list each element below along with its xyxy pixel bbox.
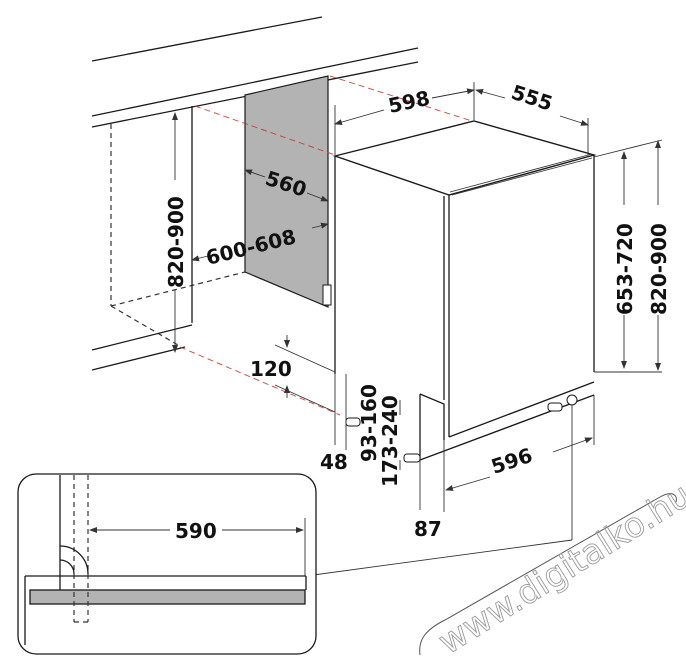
label-niche-height-right: 820-900 [647,223,671,315]
side-panel [244,75,329,308]
label-detail-width: 590 [175,519,217,543]
label-depth-top: 555 [508,80,555,116]
dishwasher-body [332,120,597,463]
watermark: www.digitalko.hu [419,475,686,663]
detail-inset: 590 [17,473,317,655]
label-base-width: 596 [488,443,535,479]
label-foot-range-a: 93-160 [357,384,381,462]
label-plinth-height: 120 [250,357,292,381]
label-foot-left-offset: 48 [320,450,348,474]
panel-bracket [322,284,332,306]
label-niche-height-left: 820-900 [164,196,188,288]
detail-panel [29,589,306,605]
label-foot-range-b: 173-240 [378,395,402,487]
label-appliance-height: 653-720 [613,223,637,315]
dimension-lines [172,82,663,577]
guide-lines [179,75,473,416]
label-front-offset: 87 [414,517,442,541]
label-width-top: 598 [386,86,432,118]
watermark-text: www.digitalko.hu [432,475,686,662]
